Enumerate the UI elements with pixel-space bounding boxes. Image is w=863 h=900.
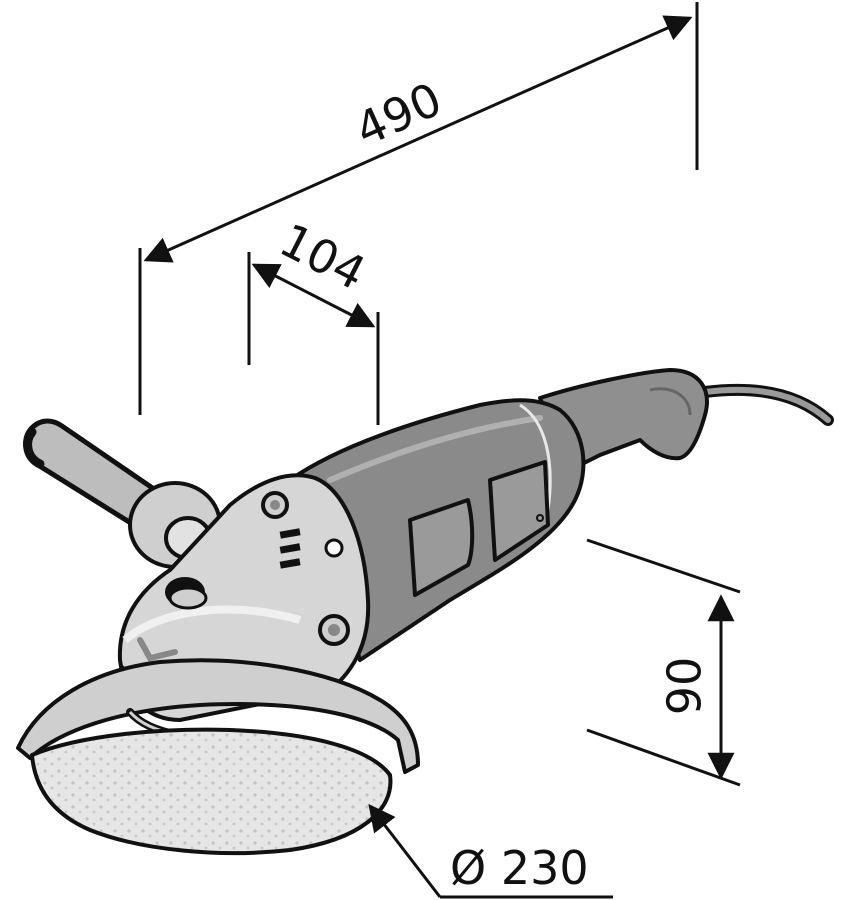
dimension-arrow <box>143 15 693 263</box>
vent-panel-front <box>408 498 475 597</box>
dimension-overall-length: 490 <box>138 2 699 415</box>
grinding-disc <box>30 727 393 856</box>
angle-grinder-illustration <box>16 368 834 856</box>
dimension-head-width: 104 <box>247 213 380 425</box>
dimension-label-490: 490 <box>347 72 449 157</box>
dimension-arrow <box>251 263 376 328</box>
dimension-label-230: Ø 230 <box>450 841 589 895</box>
dimension-label-90: 90 <box>658 657 712 716</box>
extension-line-top <box>586 538 741 594</box>
dimension-disc-diameter: Ø 230 <box>368 803 613 899</box>
extension-line-bottom <box>586 728 741 787</box>
wheel-guard <box>16 658 420 774</box>
leader-arrow <box>368 803 442 898</box>
dimension-label-104: 104 <box>271 213 374 301</box>
vent-panel-rear <box>488 460 550 562</box>
dimension-body-height: 90 <box>586 538 741 787</box>
